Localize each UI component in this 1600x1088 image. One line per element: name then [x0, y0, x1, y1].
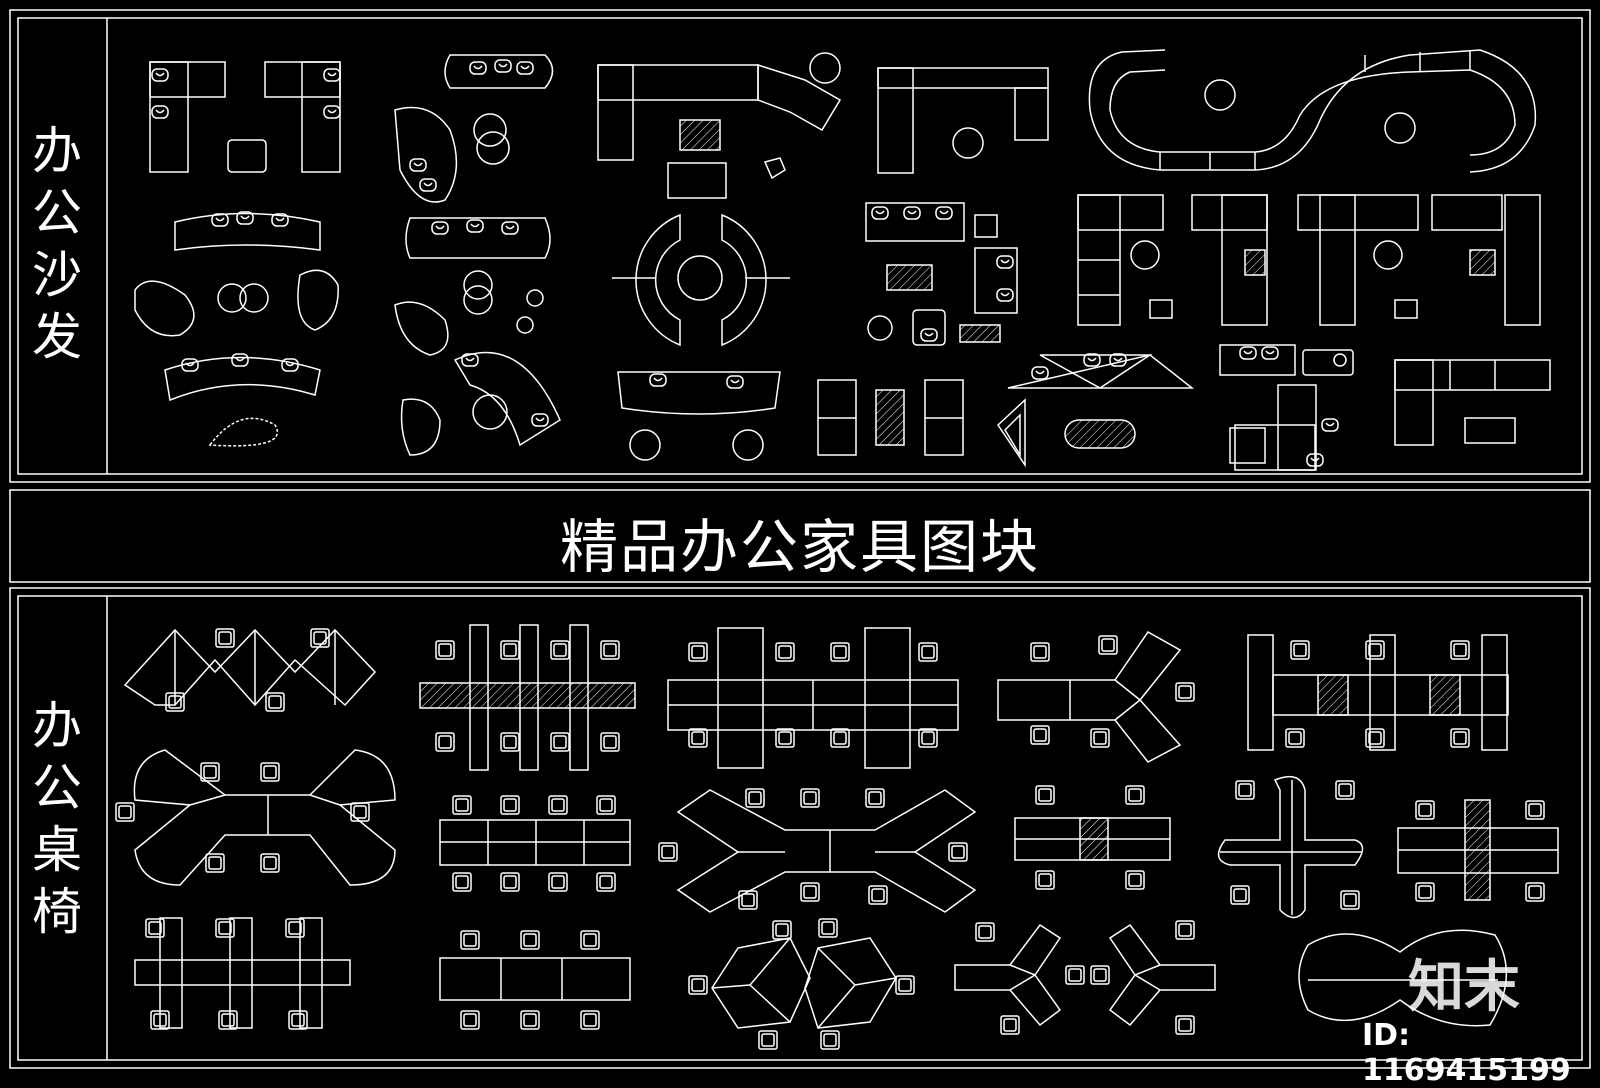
desk-group-tri-pair — [955, 920, 1215, 1035]
desk-group-2x2-b — [1398, 800, 1558, 902]
sofa-group-3 — [598, 53, 840, 460]
sofa-group-2 — [395, 55, 560, 455]
section-label-sofa: 办公沙发 — [32, 122, 82, 366]
desk-group-cubicle-3b — [440, 930, 630, 1030]
sofa-group-4 — [866, 68, 1048, 345]
page-title: 精品办公家具图块 — [559, 513, 1040, 581]
desk-group-cross — [668, 628, 958, 768]
sofa-group-6 — [818, 353, 1192, 465]
desk-group-cubicle-h — [1248, 635, 1508, 750]
desk-group-zigzag — [125, 628, 375, 712]
desk-group-y-big — [658, 788, 975, 912]
desk-group-hex — [688, 918, 915, 1050]
desk-group-cubicle-3 — [135, 918, 350, 1030]
sofa-group-7 — [1220, 345, 1550, 470]
sofa-group-5 — [1078, 50, 1540, 325]
sofa-group-1 — [135, 62, 341, 446]
desk-group-bench-rect — [440, 795, 630, 892]
frame-title — [10, 490, 1590, 582]
desk-group-pinwheel — [1219, 777, 1363, 918]
watermark-logo: 知末 — [1408, 955, 1520, 1020]
frame-top — [10, 10, 1590, 482]
section-label-desk-chair: 办公桌椅 — [32, 697, 82, 941]
desk-group-bench-8 — [420, 625, 635, 770]
desk-group-2x2 — [1015, 785, 1170, 890]
desk-group-bowtie — [1299, 930, 1506, 1026]
frame-bottom — [10, 588, 1590, 1068]
desk-group-y-double — [115, 750, 395, 885]
desk-group-y-single — [998, 632, 1195, 762]
